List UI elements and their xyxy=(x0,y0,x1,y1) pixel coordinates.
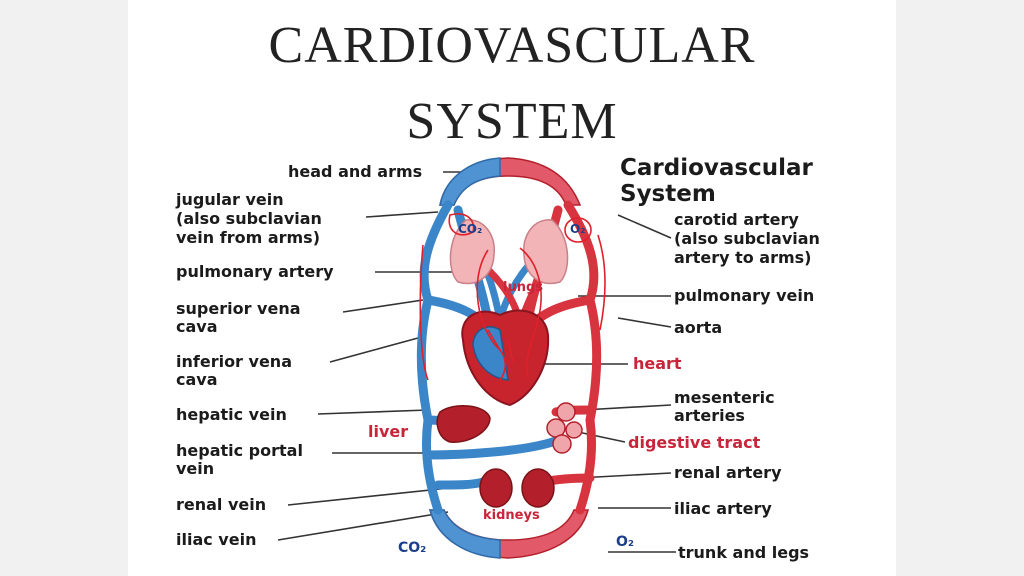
label-hepatic-vein: hepatic vein xyxy=(176,405,287,424)
label-head-and-arms: head and arms xyxy=(288,162,423,181)
label-co2-top: CO₂ xyxy=(458,222,483,236)
diagram-title: Cardiovascular System xyxy=(620,155,813,207)
label-renal-vein: renal vein xyxy=(176,495,267,514)
slide-title-line1: CARDIOVASCULAR xyxy=(268,17,756,74)
slide-title-line2: SYSTEM xyxy=(406,93,618,150)
diagram-title-line2: System xyxy=(620,181,716,207)
label-superior-vena-cava: superior vena cava xyxy=(176,299,301,336)
label-o2-bottom: O₂ xyxy=(616,534,635,550)
label-inferior-vena-cava: inferior vena cava xyxy=(176,352,292,389)
label-aorta: aorta xyxy=(674,318,723,337)
diagram-title-line1: Cardiovascular xyxy=(620,155,813,181)
label-hepatic-portal-vein: hepatic portal vein xyxy=(176,441,303,478)
label-co2-bottom: CO₂ xyxy=(398,540,427,556)
label-o2-top: O₂ xyxy=(570,222,586,236)
label-iliac-vein: iliac vein xyxy=(176,530,257,549)
circulation-diagram xyxy=(277,157,676,559)
digestive-tract-organ xyxy=(546,402,583,454)
label-lungs: lungs xyxy=(503,280,544,295)
label-liver: liver xyxy=(368,422,409,441)
label-kidneys: kidneys xyxy=(483,508,540,523)
label-iliac-artery: iliac artery xyxy=(674,499,772,518)
right-kidney xyxy=(521,468,555,508)
label-pulmonary-artery: pulmonary artery xyxy=(176,262,334,281)
slide: CARDIOVASCULAR SYSTEM xyxy=(128,0,896,576)
label-trunk-and-legs: trunk and legs xyxy=(678,543,810,562)
label-renal-artery: renal artery xyxy=(674,463,782,482)
label-jugular-vein: jugular vein (also subclavian vein from … xyxy=(176,190,322,247)
handwritten-annotations xyxy=(419,213,606,381)
label-digestive-tract: digestive tract xyxy=(628,433,761,452)
label-mesenteric-arteries: mesenteric arteries xyxy=(674,388,775,425)
label-carotid-artery: carotid artery (also subclavian artery t… xyxy=(674,210,820,267)
left-kidney xyxy=(479,468,513,508)
label-pulmonary-vein: pulmonary vein xyxy=(674,286,815,305)
left-lung xyxy=(449,219,495,285)
liver-organ xyxy=(436,405,491,443)
label-heart: heart xyxy=(633,354,682,373)
right-lung xyxy=(523,219,569,285)
